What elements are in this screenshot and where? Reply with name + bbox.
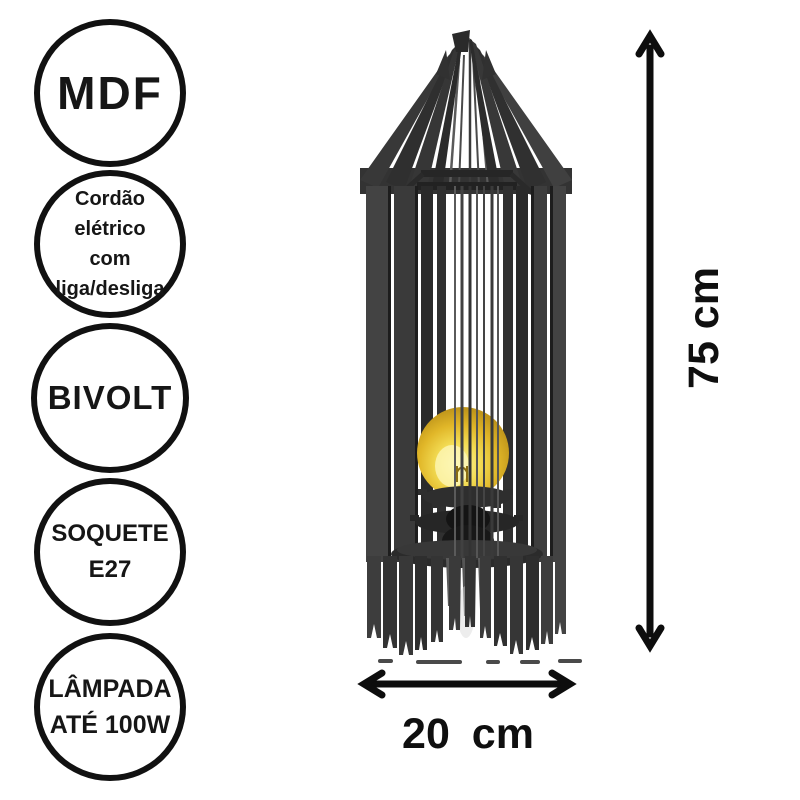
badge-text-line: liga/desliga	[55, 278, 165, 300]
spec-badge-material: MDF	[34, 19, 186, 167]
spec-badge-socket: SOQUETE E27	[34, 478, 186, 626]
badge-text-line: LÂMPADA	[48, 674, 172, 703]
badge-text-line: com	[89, 248, 131, 270]
badge-text-line: elétrico	[74, 218, 146, 240]
badge-text: MDF	[57, 67, 163, 119]
spec-badge-bulb: LÂMPADA ATÉ 100W	[34, 633, 186, 781]
spec-badge-voltage: BIVOLT	[31, 323, 189, 473]
width-dimension-arrow	[357, 669, 577, 699]
badge-text-line: Cordão	[75, 188, 145, 210]
spec-badge-cord: Cordão elétrico com liga/desliga	[34, 170, 186, 318]
badge-text: BIVOLT	[47, 379, 173, 416]
width-dimension-label: 20 cm	[402, 710, 534, 758]
lamp-fringe	[367, 556, 582, 664]
badge-text-line: E27	[88, 556, 132, 583]
lamp-front-rods	[454, 186, 499, 558]
lamp-crown	[360, 30, 572, 195]
badge-text-line: SOQUETE	[51, 520, 169, 547]
lamp-body	[366, 186, 566, 562]
lamp-illustration	[360, 30, 582, 664]
height-dimension-arrow	[635, 29, 665, 653]
badge-text-line: ATÉ 100W	[49, 711, 171, 739]
lamp-socket-discs	[391, 486, 543, 568]
height-dimension-label: 75 cm	[680, 267, 728, 389]
